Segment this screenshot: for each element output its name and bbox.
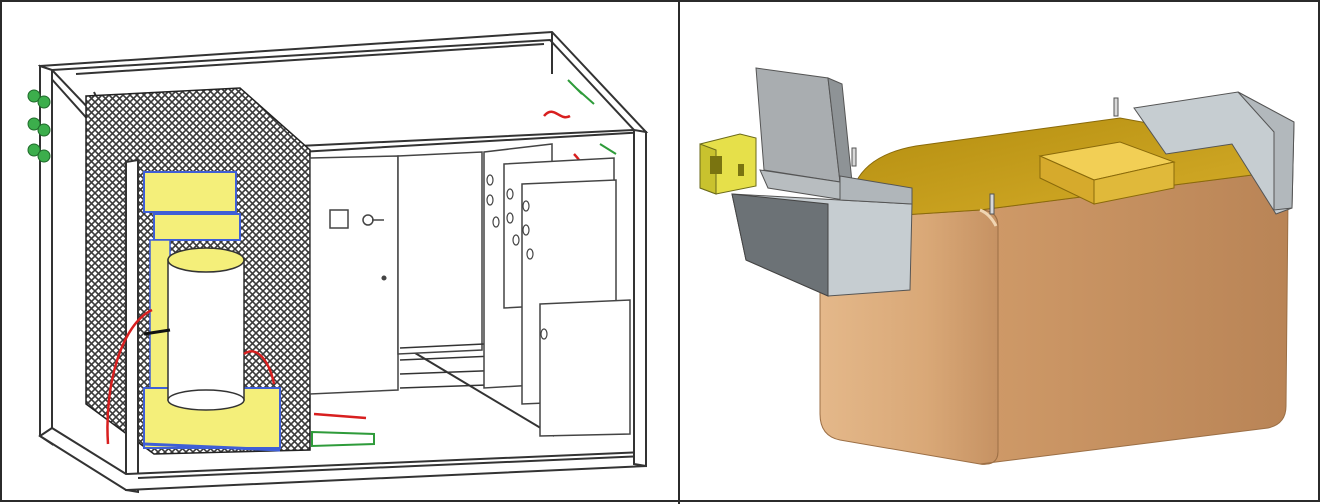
cabinet-right-post xyxy=(633,128,647,468)
wiring-red xyxy=(106,110,596,445)
transformer-render xyxy=(699,67,1295,465)
panel-divider xyxy=(678,2,680,504)
transformer-cylinder xyxy=(143,247,245,411)
switchgear-units xyxy=(483,143,631,437)
wiring-green xyxy=(311,79,617,448)
top-cover-box xyxy=(1038,141,1176,205)
cabinet-cutaway-panel xyxy=(4,4,678,502)
control-box xyxy=(309,151,483,395)
left-terminal-box xyxy=(731,67,913,297)
transformer-core-coils xyxy=(143,171,281,452)
cabinet-drawing xyxy=(27,30,649,494)
transformer-render-panel xyxy=(680,4,1320,502)
junction-box xyxy=(699,133,757,195)
right-terminal-box xyxy=(1133,91,1295,215)
bushings-left xyxy=(27,89,51,163)
